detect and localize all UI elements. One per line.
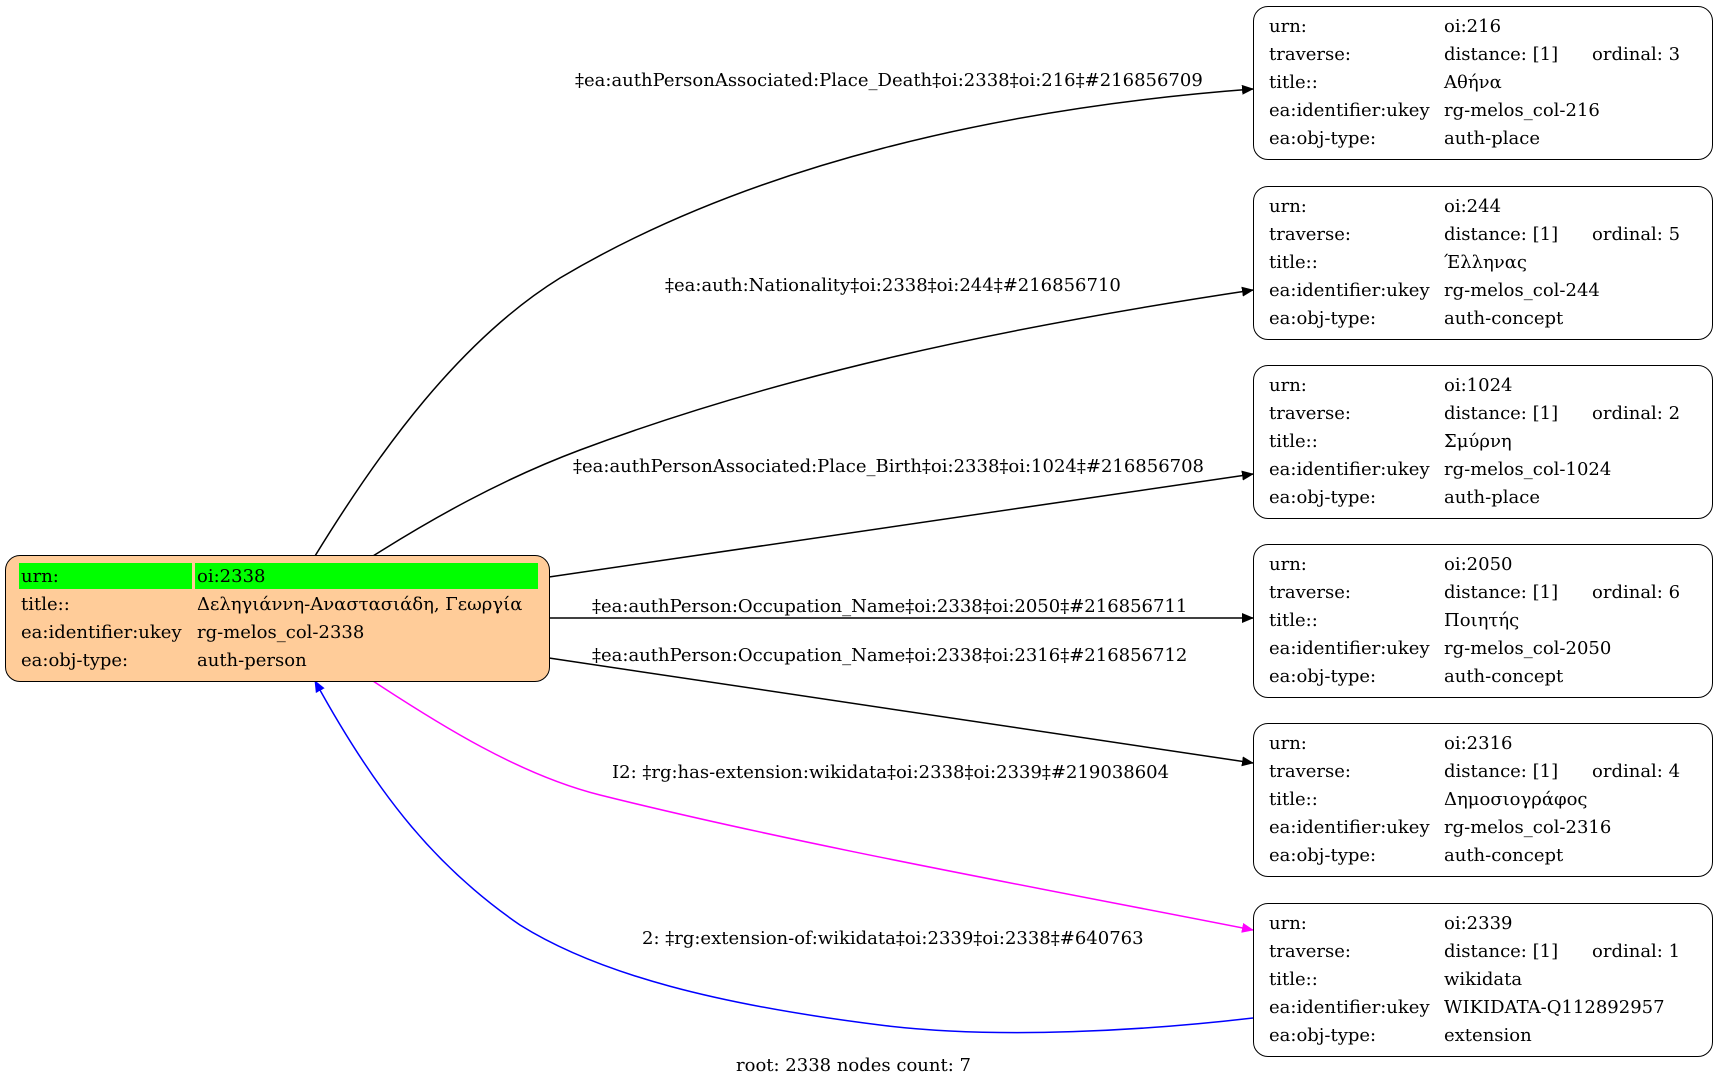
row-key: ea:identifier:ukey <box>1269 100 1430 121</box>
edge-label: ‡ea:authPerson:Occupation_Name‡oi:2338‡o… <box>592 596 1188 617</box>
row-key: title:: <box>1269 431 1318 452</box>
distance-value: distance: [1] <box>1444 403 1559 424</box>
row-value: rg-melos_col-244 <box>1444 280 1600 301</box>
edge-line[interactable] <box>548 657 1254 767</box>
row-value: auth-concept <box>1444 308 1564 329</box>
distance-value: distance: [1] <box>1444 941 1559 962</box>
distance-value: distance: [1] <box>1444 582 1559 603</box>
child-node[interactable]: urn: oi:216 traverse: distance: [1] ordi… <box>1253 6 1713 160</box>
row-key: urn: <box>1269 913 1307 934</box>
row-key: traverse: <box>1269 582 1351 603</box>
row-value: extension <box>1444 1025 1532 1046</box>
row-key: title:: <box>1269 610 1318 631</box>
row-value: Δεληγιάννη-Αναστασιάδη, Γεωργία <box>197 594 523 615</box>
row-key: traverse: <box>1269 44 1351 65</box>
row-key: ea:obj-type: <box>1269 845 1377 866</box>
row-key: ea:obj-type: <box>1269 128 1377 149</box>
row-value: oi:2050 <box>1444 554 1513 575</box>
row-key: title:: <box>1269 789 1318 810</box>
row-key: ea:identifier:ukey <box>21 622 182 643</box>
row-key: title:: <box>1269 252 1318 273</box>
row-value: Δημοσιογράφος <box>1444 789 1588 810</box>
edge-label: ‡ea:authPerson:Occupation_Name‡oi:2338‡o… <box>592 645 1188 666</box>
row-value: auth-place <box>1444 128 1540 149</box>
row-value: oi:1024 <box>1444 375 1513 396</box>
row-key: title:: <box>1269 969 1318 990</box>
ordinal-value: ordinal: 2 <box>1592 403 1681 424</box>
row-value: rg-melos_col-216 <box>1444 100 1600 121</box>
row-key: ea:obj-type: <box>1269 487 1377 508</box>
row-key: ea:identifier:ukey <box>1269 459 1430 480</box>
edge-line[interactable] <box>314 680 1254 1034</box>
edge-line[interactable] <box>548 470 1254 578</box>
child-node[interactable]: urn: oi:2316 traverse: distance: [1] ord… <box>1253 723 1713 877</box>
edge-label: ‡ea:authPersonAssociated:Place_Death‡oi:… <box>575 70 1203 91</box>
row-value: WIKIDATA-Q112892957 <box>1444 997 1665 1018</box>
row-key: ea:obj-type: <box>1269 308 1377 329</box>
row-key: urn: <box>19 563 192 589</box>
row-value: oi:2338 <box>195 563 538 589</box>
row-key: title:: <box>1269 72 1318 93</box>
row-value: Σμύρνη <box>1444 431 1512 452</box>
row-value: wikidata <box>1444 969 1523 990</box>
row-key: title:: <box>21 594 70 615</box>
row-key: traverse: <box>1269 224 1351 245</box>
row-value: oi:216 <box>1444 16 1502 37</box>
row-value: oi:2316 <box>1444 733 1513 754</box>
child-node[interactable]: urn: oi:244 traverse: distance: [1] ordi… <box>1253 186 1713 340</box>
row-value: auth-place <box>1444 487 1540 508</box>
distance-value: distance: [1] <box>1444 44 1559 65</box>
ordinal-value: ordinal: 4 <box>1592 761 1681 782</box>
row-value: rg-melos_col-2050 <box>1444 638 1612 659</box>
edge-line[interactable] <box>372 680 1254 933</box>
row-key: ea:identifier:ukey <box>1269 997 1430 1018</box>
row-key: ea:obj-type: <box>1269 1025 1377 1046</box>
row-key: traverse: <box>1269 403 1351 424</box>
row-key: ea:obj-type: <box>1269 666 1377 687</box>
row-value: rg-melos_col-2316 <box>1444 817 1612 838</box>
edge-line[interactable] <box>372 286 1254 557</box>
child-node[interactable]: urn: oi:2339 traverse: distance: [1] ord… <box>1253 903 1713 1057</box>
row-key: urn: <box>1269 16 1307 37</box>
row-value: oi:2339 <box>1444 913 1513 934</box>
child-node[interactable]: urn: oi:1024 traverse: distance: [1] ord… <box>1253 365 1713 519</box>
row-value: auth-person <box>197 650 307 671</box>
row-key: traverse: <box>1269 941 1351 962</box>
edge-label: ‡ea:auth:Nationality‡oi:2338‡oi:244‡#216… <box>665 275 1121 296</box>
row-key: ea:obj-type: <box>21 650 129 671</box>
row-value: Αθήνα <box>1444 72 1502 93</box>
row-value: auth-concept <box>1444 666 1564 687</box>
row-key: ea:identifier:ukey <box>1269 638 1430 659</box>
row-key: urn: <box>1269 733 1307 754</box>
edge-line[interactable] <box>314 84 1254 557</box>
edge-label: I2: ‡rg:has-extension:wikidata‡oi:2338‡o… <box>612 762 1170 783</box>
row-value: rg-melos_col-2338 <box>197 622 365 643</box>
row-value: oi:244 <box>1444 196 1502 217</box>
ordinal-value: ordinal: 1 <box>1592 941 1681 962</box>
row-key: urn: <box>1269 554 1307 575</box>
row-key: traverse: <box>1269 761 1351 782</box>
row-value: auth-concept <box>1444 845 1564 866</box>
root-node[interactable]: urn: oi:2338 title:: Δεληγιάννη-Αναστασι… <box>5 555 550 682</box>
distance-value: distance: [1] <box>1444 224 1559 245</box>
child-node[interactable]: urn: oi:2050 traverse: distance: [1] ord… <box>1253 544 1713 698</box>
ordinal-value: ordinal: 3 <box>1592 44 1681 65</box>
edge-label: ‡ea:authPersonAssociated:Place_Birth‡oi:… <box>573 456 1205 477</box>
row-value: Ποιητής <box>1444 610 1520 631</box>
ordinal-value: ordinal: 6 <box>1592 582 1681 603</box>
row-key: ea:identifier:ukey <box>1269 817 1430 838</box>
row-value: rg-melos_col-1024 <box>1444 459 1612 480</box>
graph-footer: root: 2338 nodes count: 7 <box>736 1055 971 1076</box>
row-key: urn: <box>1269 196 1307 217</box>
edge-label: 2: ‡rg:extension-of:wikidata‡oi:2339‡oi:… <box>642 928 1144 949</box>
ordinal-value: ordinal: 5 <box>1592 224 1681 245</box>
row-value: Έλληνας <box>1444 252 1527 273</box>
row-key: urn: <box>1269 375 1307 396</box>
row-key: ea:identifier:ukey <box>1269 280 1430 301</box>
distance-value: distance: [1] <box>1444 761 1559 782</box>
